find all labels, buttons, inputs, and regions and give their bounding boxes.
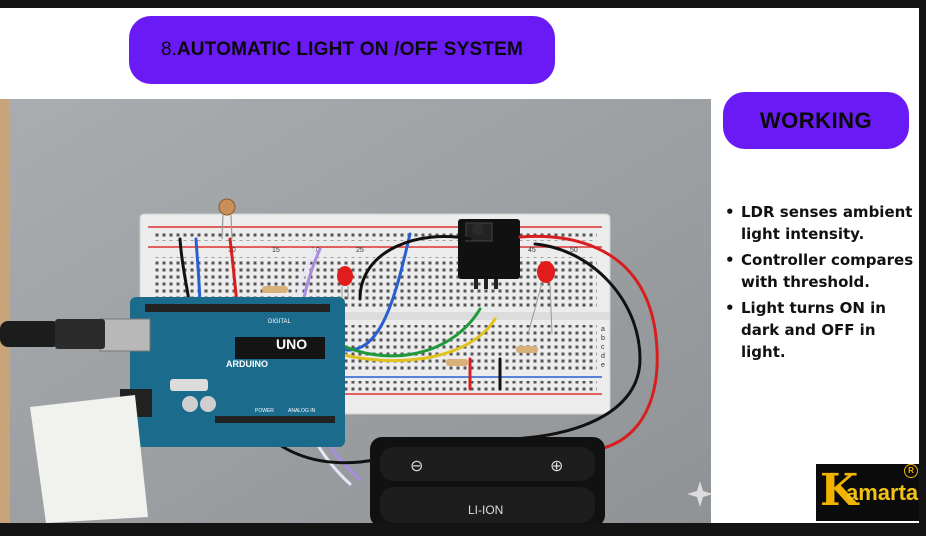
arduino-model: UNO [276, 336, 307, 352]
bb-letter-b: b [601, 335, 605, 342]
bullet-line: Light turns ON in [741, 299, 886, 317]
wire-red-top [518, 234, 659, 451]
bb-num-20: 20 [312, 247, 320, 254]
sticky-note [30, 395, 148, 523]
bullet-line: light intensity. [741, 225, 865, 243]
bullet-line: light. [741, 343, 786, 361]
title-number: 8. [160, 39, 177, 60]
wire-yellow [338, 317, 497, 363]
usb-cable [0, 319, 105, 349]
bb-num-15: 15 [272, 247, 280, 254]
sensor-module [458, 219, 520, 289]
working-heading: WORKING [723, 92, 909, 149]
bb-letter-e: e [601, 362, 605, 369]
bullet-dot-icon: • [725, 299, 735, 317]
wire-black-mid [358, 235, 472, 301]
resistor-3 [516, 346, 538, 353]
bb-letter-d: d [601, 353, 605, 360]
bb-num-50: 50 [570, 247, 578, 254]
logo-text: amarta [846, 480, 919, 505]
ldr-sensor [218, 198, 236, 240]
power-label: POWER [255, 408, 274, 414]
bb-num-45: 45 [528, 247, 536, 254]
working-points: • LDR senses ambient light intensity. • … [724, 201, 919, 367]
bb-letter-c: c [601, 344, 605, 351]
registered-icon: R [904, 464, 918, 478]
bullet-line: dark and OFF in [741, 321, 876, 339]
battery-label: LI-ION [468, 503, 503, 517]
slide-title: 8.AUTOMATIC LIGHT ON /OFF SYSTEM [129, 16, 555, 84]
title-text: AUTOMATIC LIGHT ON /OFF SYSTEM [176, 39, 524, 60]
resistor-2 [446, 359, 468, 366]
sparkle-icon [687, 481, 711, 507]
bullet-line: Controller compares [741, 251, 914, 269]
battery-holder: ⊖ ⊕ LI-ION [370, 437, 605, 523]
bullet-controller: • Controller compares with threshold. [724, 249, 919, 293]
bullet-dot-icon: • [725, 251, 735, 269]
red-led-left [337, 266, 353, 299]
bb-letter-a: a [601, 326, 605, 333]
wood-edge [0, 99, 10, 523]
wire-black-right [468, 242, 642, 442]
bullet-dot-icon: • [725, 203, 735, 221]
digital-label: DIGITAL [268, 319, 292, 325]
arduino-board: ARDUINO UNO DIGITAL POWER ANALOG IN [99, 297, 345, 447]
bullet-line: LDR senses ambient [741, 203, 913, 221]
circuit-photo: 10 15 20 25 40 45 50 a b c d e [0, 99, 711, 523]
battery-minus: ⊖ [410, 456, 423, 475]
bb-num-25: 25 [356, 247, 364, 254]
battery-plus: ⊕ [550, 456, 563, 475]
logo-initial: K [820, 465, 859, 516]
kamarta-logo: K amarta R [816, 464, 919, 521]
bullet-light: • Light turns ON in dark and OFF in ligh… [724, 297, 919, 363]
red-led-right [527, 261, 555, 335]
slide: 8.AUTOMATIC LIGHT ON /OFF SYSTEM WORKING [0, 8, 919, 523]
bullet-ldr: • LDR senses ambient light intensity. [724, 201, 919, 245]
bullet-line: with threshold. [741, 273, 870, 291]
analog-label: ANALOG IN [288, 408, 316, 414]
resistor-1 [262, 286, 288, 293]
wire-green [328, 307, 482, 358]
arduino-logo: ARDUINO [226, 359, 268, 369]
